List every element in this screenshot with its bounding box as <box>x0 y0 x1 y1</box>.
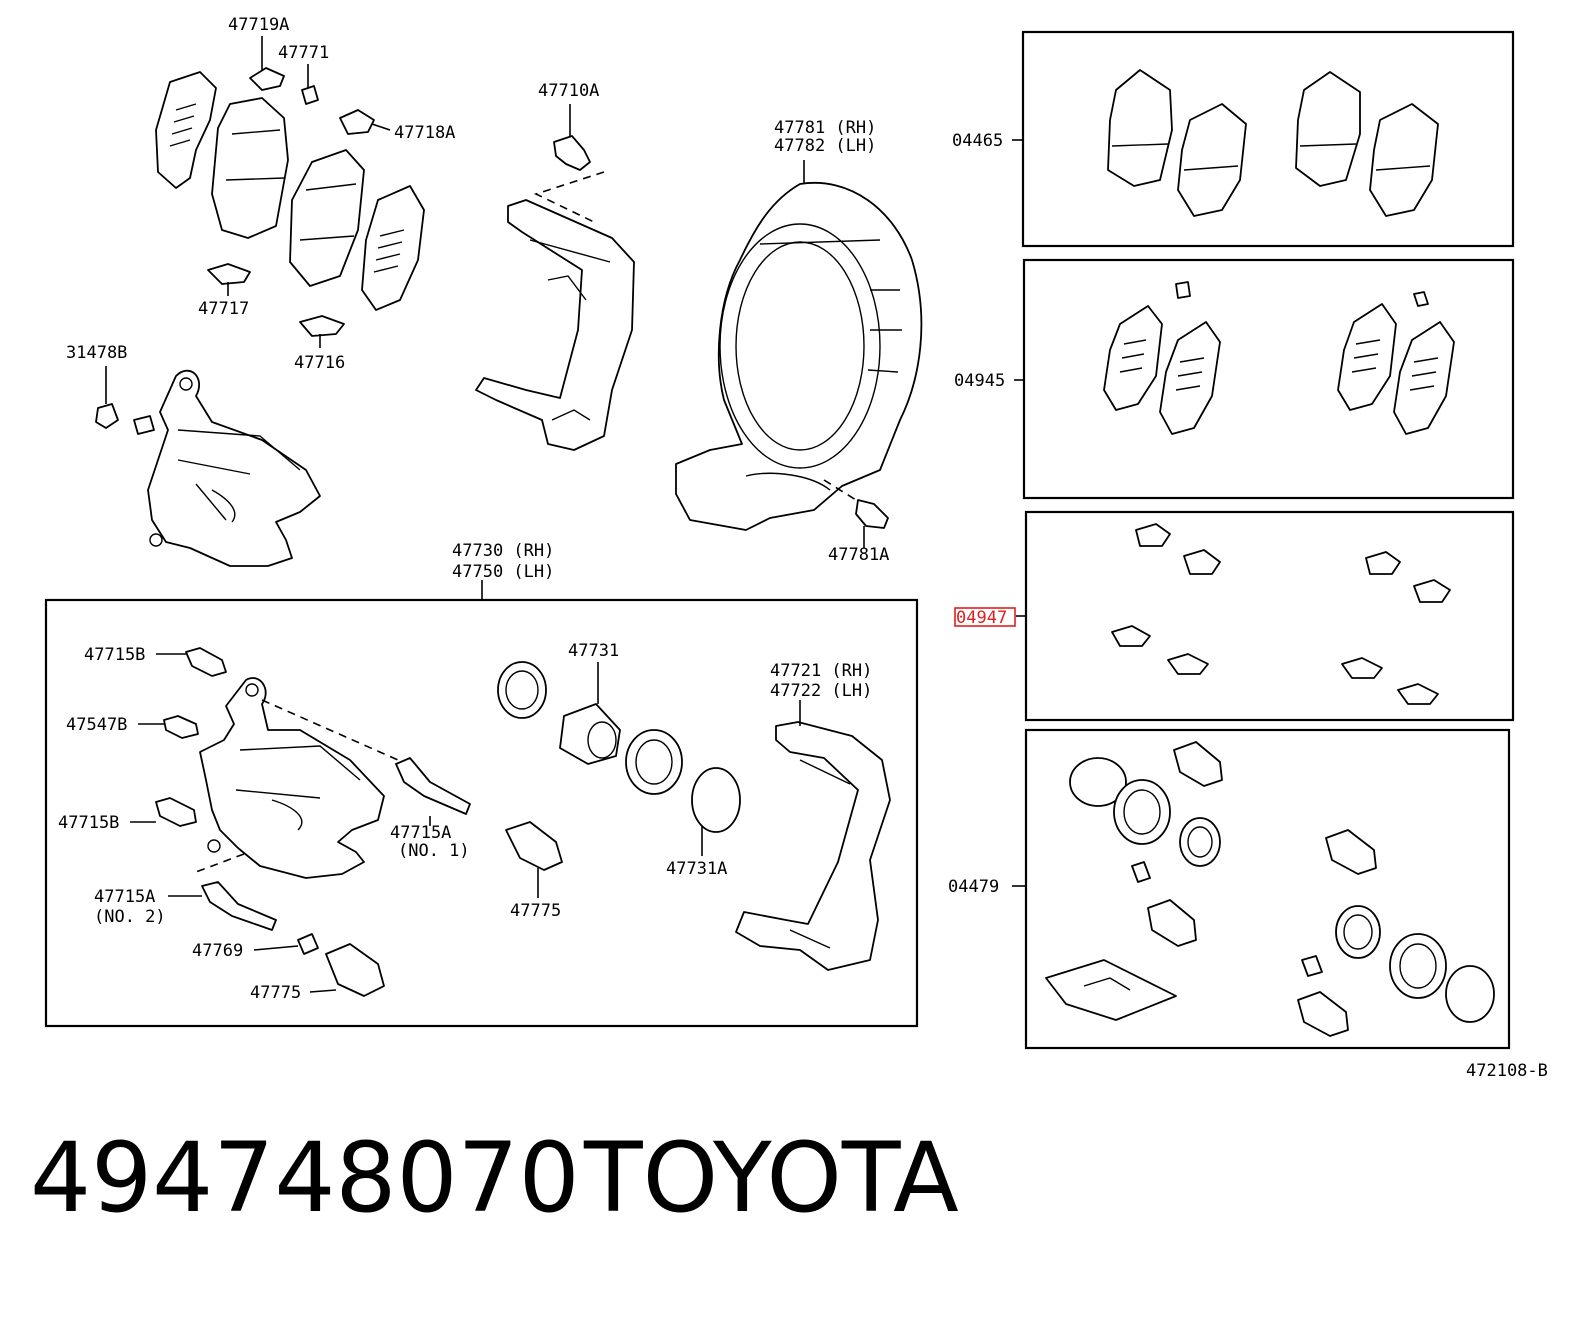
footer-part-number: 494748070 <box>30 1122 580 1234</box>
label-47750-lh: 47750 (LH) <box>452 562 554 582</box>
label-47715B-upper: 47715B <box>84 645 145 665</box>
label-04947: 04947 <box>956 608 1007 628</box>
caliper-mounting-bracket <box>475 104 635 451</box>
label-47781-rh: 47781 (RH) <box>774 118 876 138</box>
label-47730-rh: 47730 (RH) <box>452 541 554 561</box>
kit-box-04465 <box>1012 30 1515 248</box>
kit-box-04479 <box>1012 728 1511 1050</box>
label-04945: 04945 <box>954 371 1005 391</box>
label-47715A-no1: 47715A <box>390 823 451 843</box>
label-47718A: 47718A <box>394 123 455 143</box>
label-47731: 47731 <box>568 641 619 661</box>
label-47715A-no2-note: (NO. 2) <box>94 907 166 927</box>
label-04465: 04465 <box>952 131 1003 151</box>
highlight-box <box>954 607 1016 627</box>
label-47547B: 47547B <box>66 715 127 735</box>
disc-brake-dust-cover <box>675 160 923 548</box>
label-47715B-lower: 47715B <box>58 813 119 833</box>
label-04479: 04479 <box>948 877 999 897</box>
label-47710A: 47710A <box>538 81 599 101</box>
label-47715A-no1-note: (NO. 1) <box>398 841 470 861</box>
caliper-assembly-box <box>44 580 919 1028</box>
label-47731A: 47731A <box>666 859 727 879</box>
label-47722-lh: 47722 (LH) <box>770 681 872 701</box>
label-group: 47719A 47771 47718A 47717 47716 47710A 4… <box>58 15 1548 1081</box>
label-47716: 47716 <box>294 353 345 373</box>
kit-box-04947 <box>1016 510 1515 722</box>
brake-pad-group-top <box>155 36 425 348</box>
caliper-cylinder-top <box>95 366 321 567</box>
label-47715A-no2: 47715A <box>94 887 155 907</box>
label-47775-middle: 47775 <box>510 901 561 921</box>
label-47775-lower: 47775 <box>250 983 301 1003</box>
label-47771: 47771 <box>278 43 329 63</box>
label-47717: 47717 <box>198 299 249 319</box>
label-47782-lh: 47782 (LH) <box>774 136 876 156</box>
footer-brand: TOYOTA <box>584 1122 959 1234</box>
label-47769: 47769 <box>192 941 243 961</box>
label-47781A: 47781A <box>828 545 889 565</box>
label-diagram-code: 472108-B <box>1466 1061 1548 1081</box>
label-47719A: 47719A <box>228 15 289 35</box>
label-31478B: 31478B <box>66 343 127 363</box>
kit-box-04945 <box>1014 258 1515 500</box>
label-47721-rh: 47721 (RH) <box>770 661 872 681</box>
